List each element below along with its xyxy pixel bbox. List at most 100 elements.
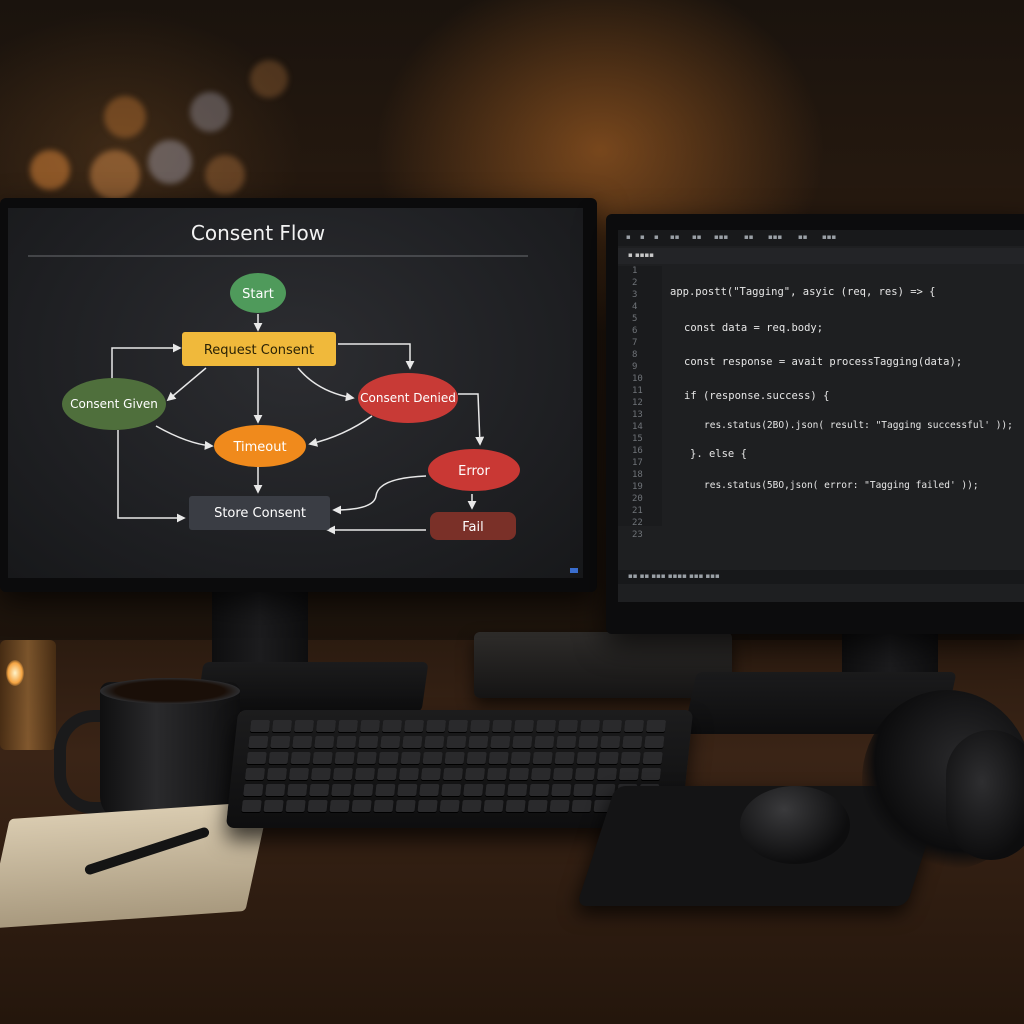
keyboard-key bbox=[417, 800, 438, 812]
menu-item[interactable]: ▪▪▪ bbox=[768, 233, 783, 241]
headphones-earcup bbox=[946, 730, 1024, 860]
node-store-consent-shape bbox=[189, 496, 330, 530]
candle-flame bbox=[6, 660, 24, 686]
node-consent-given: Consent Given bbox=[62, 378, 166, 430]
edge-given-request bbox=[111, 343, 182, 386]
keyboard-key bbox=[598, 752, 619, 764]
keyboard-key bbox=[513, 720, 535, 732]
flow-diagram-screen: Consent Flow bbox=[8, 208, 583, 578]
keyboard-key bbox=[422, 752, 443, 764]
node-fail-shape bbox=[430, 512, 516, 540]
keyboard-key bbox=[510, 752, 531, 764]
consent-flow-diagram: Consent Flow bbox=[28, 221, 578, 573]
keyboard-key bbox=[337, 720, 359, 732]
keyboard-key bbox=[642, 752, 663, 764]
menu-item[interactable]: ▪▪ bbox=[670, 233, 680, 241]
keyboard-key bbox=[402, 736, 423, 748]
bokeh-light bbox=[190, 92, 230, 132]
keyboard-key bbox=[552, 768, 574, 780]
menu-item[interactable]: ▪ bbox=[654, 233, 659, 241]
left-monitor: Consent Flow bbox=[0, 198, 597, 592]
keyboard-key bbox=[310, 768, 332, 780]
code-line: const data = req.body; bbox=[684, 322, 824, 334]
keyboard-key bbox=[332, 768, 354, 780]
menu-item[interactable]: ▪▪ bbox=[798, 233, 808, 241]
menu-item[interactable]: ▪ bbox=[626, 233, 631, 241]
keyboard-key bbox=[442, 768, 464, 780]
menu-item[interactable]: ▪▪ bbox=[692, 233, 702, 241]
keyboard-key bbox=[356, 752, 377, 764]
line-number: 10 bbox=[632, 374, 643, 384]
node-store-consent-label: Store Consent bbox=[214, 506, 306, 521]
keyboard-key bbox=[398, 768, 420, 780]
mug-rim bbox=[100, 678, 240, 704]
menu-item[interactable]: ▪▪▪ bbox=[822, 233, 837, 241]
bokeh-light bbox=[148, 140, 192, 184]
node-consent-given-shape bbox=[62, 378, 166, 430]
keyboard-key bbox=[512, 736, 533, 748]
code-line: res.status(2BO).json( result: "Tagging s… bbox=[704, 420, 1013, 431]
keyboard-key bbox=[463, 784, 484, 796]
node-error-shape bbox=[428, 449, 520, 491]
candle-holder bbox=[0, 640, 56, 750]
line-number: 6 bbox=[632, 326, 638, 336]
bokeh-light bbox=[30, 150, 70, 190]
keyboard-key bbox=[248, 736, 269, 748]
edge-request-right bbox=[338, 343, 415, 370]
line-number: 17 bbox=[632, 458, 643, 468]
keyboard-key bbox=[265, 784, 286, 796]
line-number: 21 bbox=[632, 506, 643, 516]
keyboard-key bbox=[469, 720, 491, 732]
keyboard-key bbox=[314, 736, 335, 748]
line-number: 2 bbox=[632, 278, 638, 288]
keyboard-key bbox=[329, 800, 350, 812]
code-line: const response = avait processTagging(da… bbox=[684, 356, 963, 368]
keyboard-key bbox=[290, 752, 311, 764]
edge-given-store bbox=[117, 430, 186, 523]
line-number: 20 bbox=[632, 494, 643, 504]
line-number: 8 bbox=[632, 350, 638, 360]
code-line: app.postt("Tagging", asyic (req, res) =>… bbox=[670, 286, 936, 298]
keyboard-key bbox=[246, 752, 267, 764]
keyboard-key bbox=[331, 784, 352, 796]
edge-denied-error bbox=[458, 393, 485, 446]
bokeh-light bbox=[205, 155, 245, 195]
line-number: 7 bbox=[632, 338, 638, 348]
keyboard-key bbox=[485, 784, 506, 796]
bokeh-light bbox=[104, 96, 146, 138]
keyboard-key bbox=[266, 768, 288, 780]
line-number: 11 bbox=[632, 386, 643, 396]
keyboard-key bbox=[507, 784, 528, 796]
monitor-brand-badge bbox=[570, 568, 578, 573]
keyboard-key bbox=[579, 720, 601, 732]
node-error: Error bbox=[428, 449, 520, 491]
node-consent-denied-shape bbox=[358, 373, 458, 423]
edge-denied-timeout bbox=[308, 415, 373, 447]
keyboard-key bbox=[551, 784, 572, 796]
node-start: Start bbox=[230, 273, 286, 313]
keyboard-key bbox=[556, 736, 577, 748]
keyboard-key bbox=[490, 736, 511, 748]
keyboard-key bbox=[622, 736, 643, 748]
menu-item[interactable]: ▪ bbox=[640, 233, 645, 241]
keyboard-key bbox=[508, 768, 530, 780]
line-number: 18 bbox=[632, 470, 643, 480]
editor-tab[interactable]: ▪ ▪▪▪▪ bbox=[628, 251, 654, 259]
menu-item[interactable]: ▪▪▪ bbox=[714, 233, 729, 241]
keyboard-key bbox=[468, 736, 489, 748]
keyboard-key bbox=[441, 784, 462, 796]
menu-item[interactable]: ▪▪ bbox=[744, 233, 754, 241]
keyboard-key bbox=[491, 720, 513, 732]
node-error-label: Error bbox=[458, 464, 490, 479]
keyboard-key bbox=[535, 720, 557, 732]
keyboard-key bbox=[554, 752, 575, 764]
keyboard-key bbox=[596, 768, 618, 780]
right-monitor: ▪ ▪ ▪ ▪▪ ▪▪ ▪▪▪ ▪▪ ▪▪▪ ▪▪ ▪▪▪ ▪ ▪▪▪▪ 1 2… bbox=[606, 214, 1024, 634]
node-store-consent: Store Consent bbox=[189, 496, 330, 530]
code-line: if (response.success) { bbox=[684, 390, 830, 402]
bokeh-light bbox=[250, 60, 288, 98]
diagram-title: Consent Flow bbox=[191, 221, 325, 245]
line-number: 12 bbox=[632, 398, 643, 408]
code-editor-screen: ▪ ▪ ▪ ▪▪ ▪▪ ▪▪▪ ▪▪ ▪▪▪ ▪▪ ▪▪▪ ▪ ▪▪▪▪ 1 2… bbox=[618, 230, 1024, 602]
keyboard-key bbox=[268, 752, 289, 764]
